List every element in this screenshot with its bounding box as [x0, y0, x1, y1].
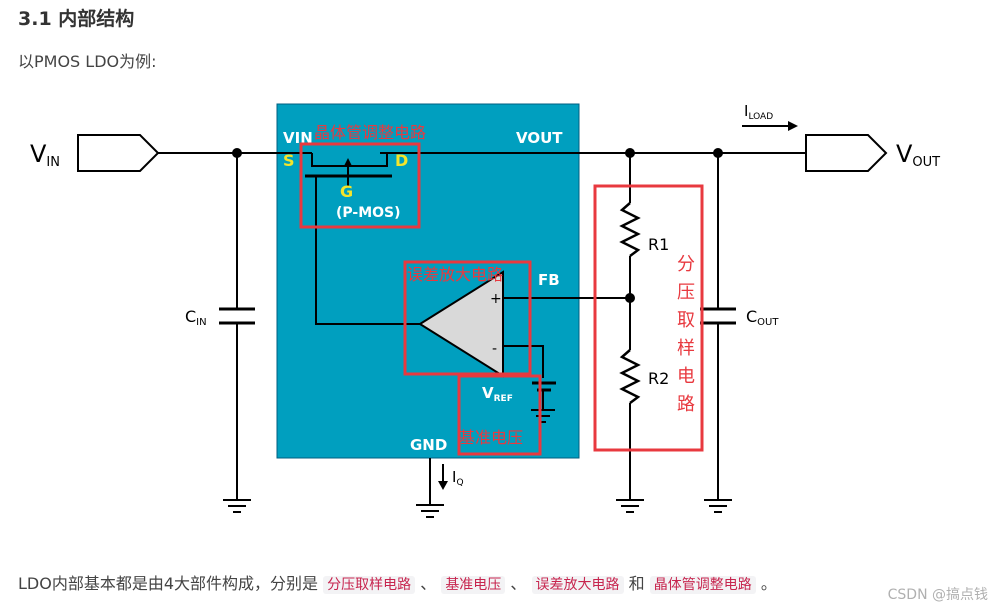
- error-amplifier: [418, 270, 504, 378]
- tag-divider: 分压取样电路: [323, 576, 416, 594]
- tag-error-amp: 误差放大电路: [531, 576, 624, 594]
- tag-pass-transistor: 晶体管调整电路: [649, 576, 756, 594]
- pin-vout-label: VOUT: [516, 129, 563, 147]
- mos-type-label: (P-MOS): [336, 205, 401, 221]
- summary-prefix: LDO内部基本都是由4大部件构成，分别是: [18, 574, 319, 593]
- annotation-divider-char: 取: [677, 310, 695, 331]
- annotation-box-error-amp: [403, 260, 532, 376]
- vout-label: VOUT: [896, 140, 940, 170]
- ground-symbol-cout: [704, 499, 732, 513]
- ground-symbol-divider: [616, 499, 644, 513]
- annotation-pass-transistor: 晶体管调整电路: [314, 123, 426, 142]
- annotation-divider-char: 路: [677, 394, 695, 415]
- pin-gnd-label: GND: [410, 436, 447, 454]
- mos-drain-label: D: [395, 151, 408, 170]
- iload-label: ILOAD: [744, 102, 773, 122]
- annotation-vref: 基准电压: [459, 428, 523, 447]
- vin-connector: [77, 134, 160, 172]
- annotation-box-pass-transistor: [299, 142, 421, 229]
- csdn-watermark: CSDN @搞点钱: [887, 587, 988, 603]
- resistor-r2: [619, 349, 641, 404]
- annotation-divider-char: 样: [677, 338, 695, 359]
- r2-label: R2: [648, 369, 669, 388]
- intro-text: 以PMOS LDO为例:: [18, 52, 157, 71]
- pin-fb-label: FB: [538, 271, 560, 289]
- cin-label: CIN: [185, 307, 207, 328]
- annotation-divider-char: 分: [677, 254, 695, 275]
- summary-sep: 、: [510, 574, 527, 593]
- annotation-error-amp: 误差放大电路: [407, 265, 503, 284]
- annotation-divider-char: 电: [677, 366, 695, 387]
- cout-label: COUT: [746, 307, 779, 328]
- mos-gate-label: G: [340, 182, 353, 201]
- summary-sep: 、: [420, 574, 437, 593]
- ldo-circuit-diagram: VIN VOUT ILOAD CIN S D G (P-MOS) + - VRE…: [30, 102, 940, 518]
- amp-plus: +: [490, 291, 502, 307]
- vout-connector: [805, 134, 888, 172]
- iq-label: IQ: [452, 468, 464, 488]
- vref-label: VREF: [482, 384, 513, 404]
- amp-minus: -: [492, 341, 497, 357]
- annotation-box-vref: [457, 374, 542, 456]
- ground-symbol-cin: [223, 499, 251, 513]
- vin-label: VIN: [30, 140, 60, 170]
- r1-label: R1: [648, 235, 669, 254]
- ground-symbol-chip: [416, 504, 444, 518]
- annotation-divider-char: 压: [677, 282, 695, 303]
- annotation-divider-vertical: 分 压 取 样 电 路: [677, 254, 695, 415]
- summary-paragraph: LDO内部基本都是由4大部件构成，分别是 分压取样电路 、 基准电压 、 误差放…: [18, 570, 777, 594]
- resistor-r1: [619, 202, 641, 257]
- mos-source-label: S: [283, 151, 295, 170]
- tag-vref: 基准电压: [441, 576, 506, 594]
- section-heading: 3.1 内部结构: [18, 8, 135, 30]
- summary-end: 。: [760, 574, 777, 593]
- annotation-box-divider: [593, 184, 704, 452]
- summary-and: 和: [628, 574, 645, 593]
